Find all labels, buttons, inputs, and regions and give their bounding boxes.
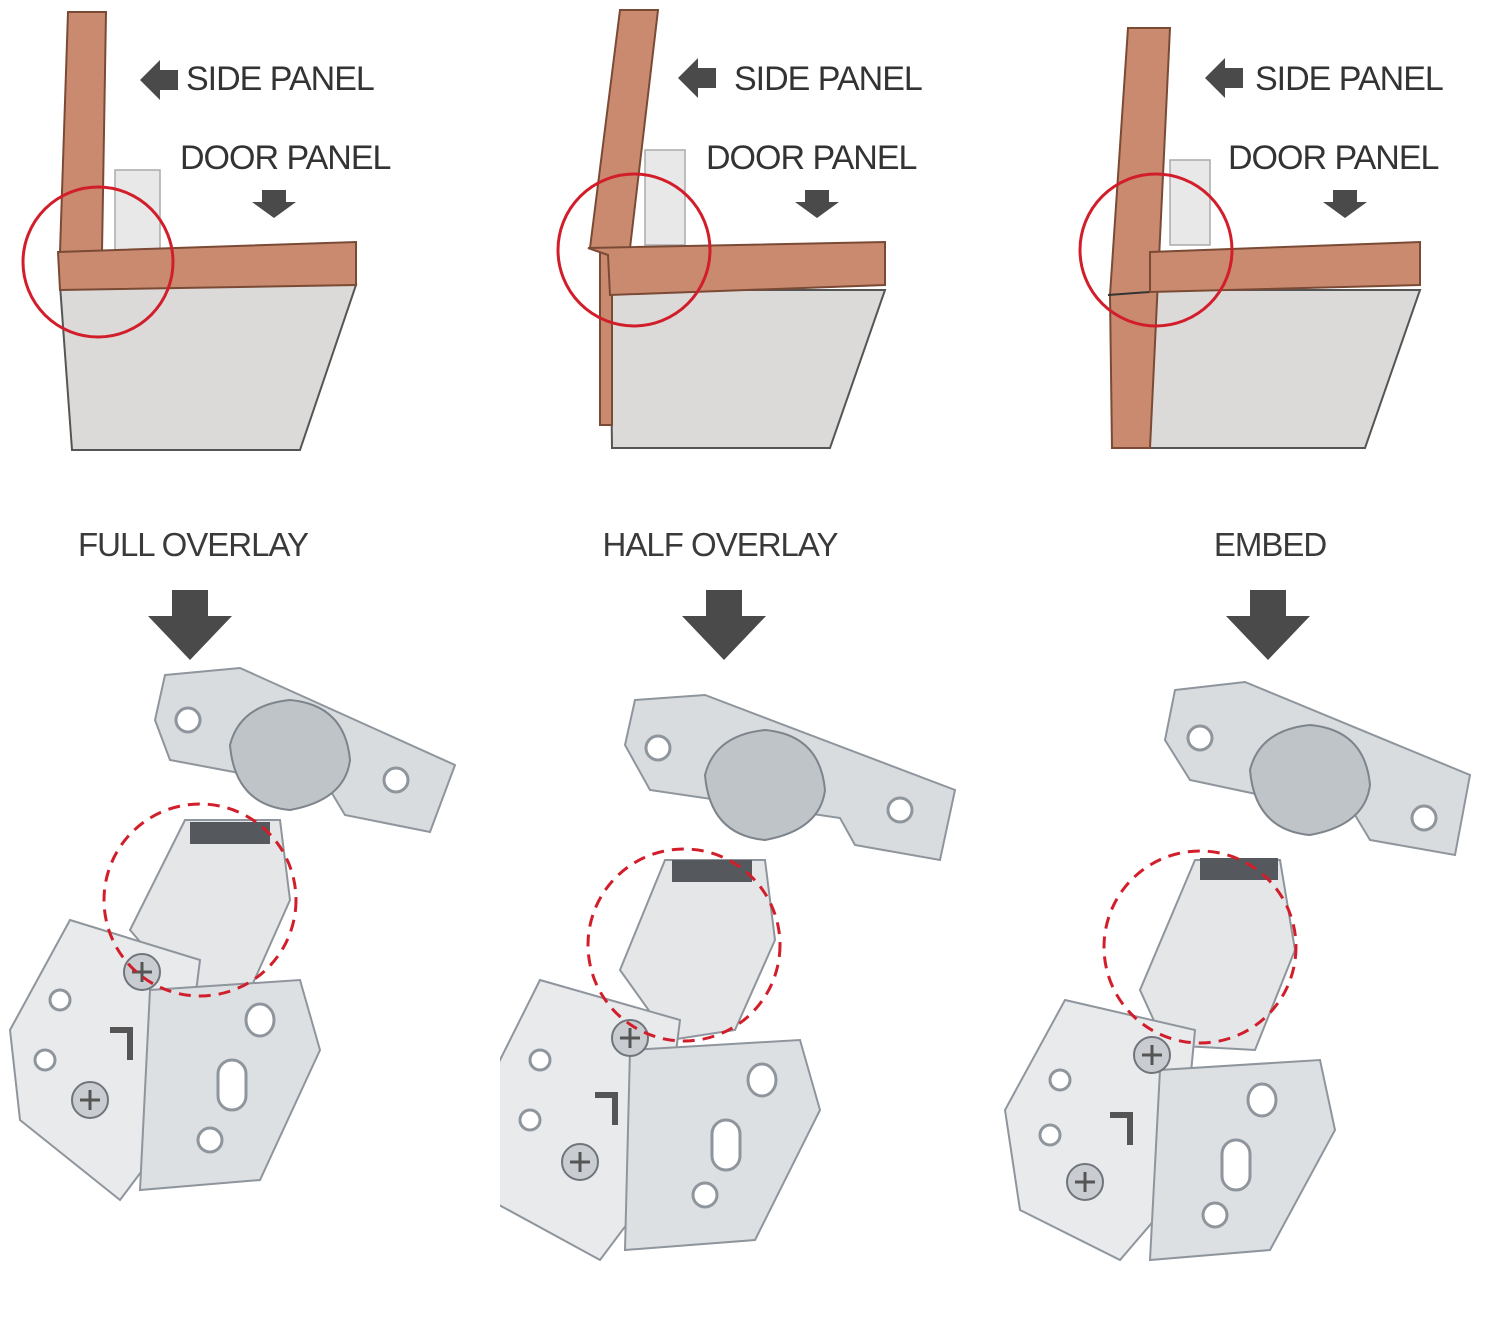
hinge-cup	[644, 149, 686, 246]
left-arrow-icon	[1205, 58, 1243, 98]
cabinet-face	[58, 284, 358, 451]
big-down-arrow-icon	[1226, 590, 1310, 660]
door-panel-label: DOOR PANEL	[706, 139, 917, 177]
hinge-icon	[8, 666, 457, 1202]
left-arrow-icon	[140, 60, 178, 100]
big-down-arrow-icon	[682, 590, 766, 660]
hinge-icon	[500, 693, 957, 1262]
side-panel-label: SIDE PANEL	[1255, 60, 1444, 98]
panel-embed: SIDE PANEL DOOR PANEL EMBED	[1000, 0, 1500, 1324]
left-arrow-icon	[678, 58, 716, 98]
half-overlay-diagram	[500, 9, 957, 1262]
highlight-circle-icon	[556, 172, 712, 328]
down-arrow-icon	[1323, 190, 1367, 218]
panel-full-overlay: SIDE PANEL DOOR PANEL FULL OVERLAY	[0, 0, 500, 1324]
side-panel-label: SIDE PANEL	[186, 60, 375, 98]
type-label-embed: EMBED	[1213, 526, 1327, 563]
hinge-icon	[1003, 680, 1472, 1262]
highlight-circle-icon	[21, 185, 175, 339]
cabinet-face	[1146, 289, 1422, 449]
hinge-highlight-circle	[1102, 849, 1298, 1045]
side-panel	[1108, 27, 1172, 449]
hinge-cup	[1169, 159, 1211, 246]
door-panel	[587, 240, 886, 297]
full-overlay-diagram	[8, 11, 457, 1202]
side-panel-label: SIDE PANEL	[734, 60, 923, 98]
highlight-circle-icon	[1078, 172, 1234, 328]
type-label-full-overlay: FULL OVERLAY	[77, 526, 309, 563]
embed-diagram	[1003, 27, 1472, 1262]
door-panel	[1149, 240, 1421, 294]
type-label-half-overlay: HALF OVERLAY	[602, 526, 839, 563]
big-down-arrow-icon	[148, 590, 232, 660]
panel-half-overlay: SIDE PANEL DOOR PANEL HALF OVERLAY	[500, 0, 1000, 1324]
hinge-highlight-circle	[102, 802, 298, 998]
door-panel	[56, 240, 357, 292]
cabinet-face	[608, 289, 887, 449]
door-panel-label: DOOR PANEL	[1228, 139, 1439, 177]
side-panel	[58, 11, 108, 253]
hinge-highlight-circle	[586, 847, 782, 1043]
down-arrow-icon	[252, 190, 296, 218]
down-arrow-icon	[795, 190, 839, 218]
door-panel-label: DOOR PANEL	[180, 139, 391, 177]
